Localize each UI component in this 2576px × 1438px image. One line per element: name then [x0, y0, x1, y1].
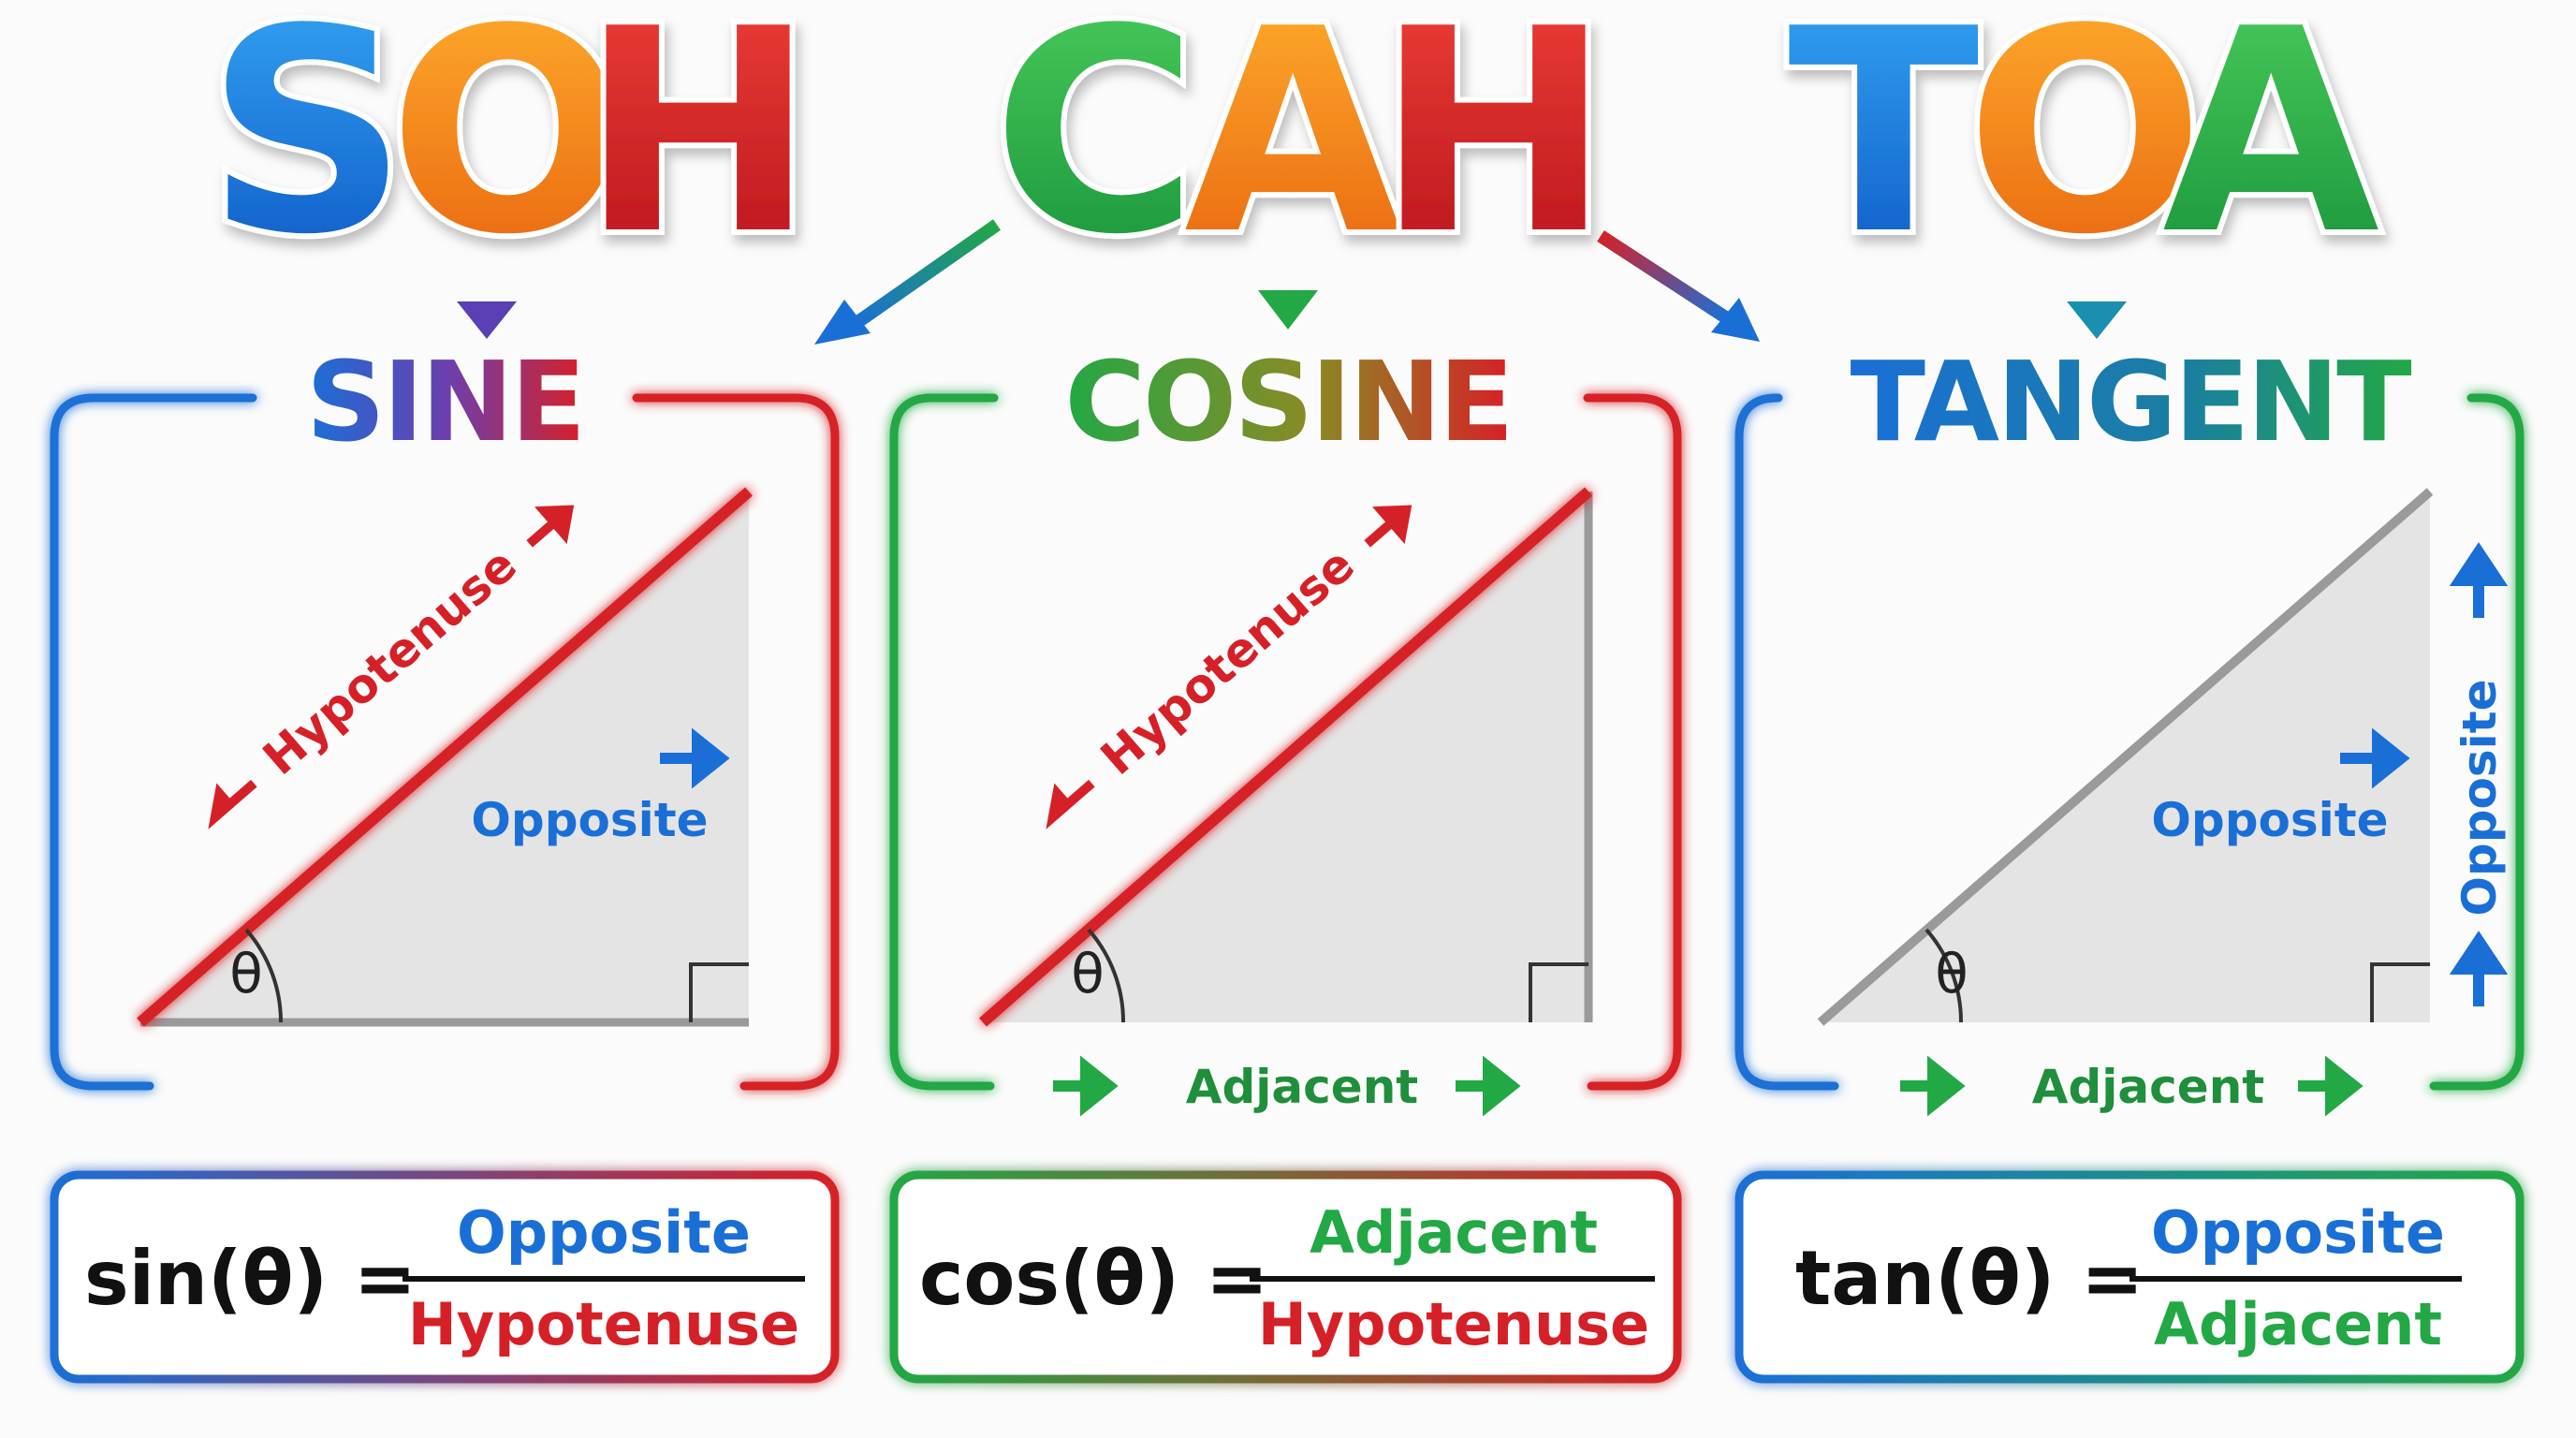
- formula-denominator: Hypotenuse: [1258, 1290, 1649, 1358]
- panel-tangent: TANGENT θ Opposite Opposite Adjacent: [1734, 337, 2525, 1384]
- angle-arc: [1087, 928, 1126, 1023]
- hypotenuse-side: [979, 487, 1592, 1027]
- letter-c: C: [992, 0, 1193, 296]
- arrow-left-icon: [1046, 779, 1095, 829]
- mnemonic-header: S O H C A H T O A: [200, 0, 2393, 301]
- right-triangle: θ: [979, 487, 1593, 1028]
- formula-lhs: sin(θ) =: [84, 1235, 417, 1322]
- arrow-right-icon: [2298, 1055, 2364, 1117]
- panel-cosine: COSINE θ Hypotenuse Adjacent cos(θ) = Ad…: [889, 337, 1682, 1384]
- formula-box: sin(θ) = Opposite Hypotenuse: [50, 1170, 840, 1384]
- theta-label: θ: [1071, 942, 1105, 1005]
- formula-lhs: tan(θ) =: [1795, 1235, 2144, 1322]
- arrow-right-icon: [1364, 505, 1412, 548]
- adjacent-label: Adjacent: [1186, 1060, 1418, 1114]
- letter-h: H: [580, 0, 810, 296]
- opposite-vertical-label: Opposite: [2452, 679, 2507, 916]
- arrow-right-icon: [1900, 1055, 1966, 1117]
- formula-numerator: Opposite: [2151, 1198, 2445, 1267]
- letter-a: A: [1184, 0, 1403, 296]
- right-angle-marker: [1529, 962, 1588, 1022]
- arrow-right-icon: [660, 727, 730, 789]
- arrow-left-icon: [208, 779, 257, 829]
- panel-frame: [1734, 393, 2525, 1091]
- formula-denominator: Adjacent: [2154, 1290, 2442, 1358]
- arrow-up-icon: [2449, 542, 2509, 618]
- adjacent-annotation: Adjacent: [1053, 1055, 1521, 1117]
- connector-arrows: [457, 219, 2127, 345]
- letter-a: A: [2162, 0, 2381, 296]
- opposite-label: Opposite: [2151, 793, 2388, 847]
- formula-numerator: Opposite: [457, 1198, 751, 1267]
- panel-title: COSINE: [1064, 337, 1511, 466]
- arrow-cah-to-cosine-icon: [1258, 229, 1318, 330]
- right-angle-marker: [2370, 962, 2430, 1022]
- opposite-annotation: Opposite: [2151, 727, 2410, 847]
- formula-box: tan(θ) = Opposite Adjacent: [1734, 1170, 2525, 1384]
- opposite-vertical-annotation: Opposite: [2449, 542, 2509, 1006]
- arrow-soh-to-sine-icon: [457, 255, 517, 339]
- arrow-right-icon: [1053, 1055, 1119, 1117]
- angle-arc: [244, 928, 284, 1023]
- arrow-toa-to-tangent-icon: [2067, 260, 2127, 339]
- angle-arc: [1925, 928, 1964, 1023]
- panel-frame: [50, 393, 840, 1091]
- panel-sine: SINE θ Hypotenuse Opposite sin(θ) = Oppo…: [50, 337, 840, 1384]
- arrow-right-icon: [2340, 727, 2410, 789]
- word-soh: S O H: [200, 0, 821, 301]
- word-toa: T O A: [1782, 0, 2393, 301]
- theta-label: θ: [229, 942, 263, 1005]
- hypotenuse-side: [137, 487, 753, 1027]
- right-triangle: θ: [1817, 488, 2436, 1028]
- arrow-cah-to-tangent-icon: [1597, 230, 1760, 342]
- panel-frame: [889, 393, 1682, 1091]
- adjacent-label: Adjacent: [2032, 1060, 2264, 1114]
- panel-title: TANGENT: [1850, 337, 2411, 466]
- formula-box: cos(θ) = Adjacent Hypotenuse: [889, 1170, 1682, 1384]
- arrow-right-icon: [1456, 1055, 1521, 1117]
- right-triangle: θ: [137, 487, 754, 1027]
- letter-s: S: [206, 0, 402, 296]
- panel-title: SINE: [306, 337, 583, 466]
- opposite-annotation: Opposite: [471, 727, 730, 847]
- letter-t: T: [1788, 0, 1981, 296]
- right-angle-marker: [689, 962, 749, 1022]
- arrow-cah-to-sine-icon: [814, 219, 1002, 345]
- formula-numerator: Adjacent: [1310, 1198, 1598, 1267]
- opposite-label: Opposite: [471, 793, 708, 847]
- word-cah: C A H: [987, 0, 1617, 301]
- formula-lhs: cos(θ) =: [919, 1235, 1268, 1322]
- arrow-right-icon: [526, 505, 575, 548]
- arrow-up-icon: [2449, 931, 2509, 1006]
- letter-o: O: [388, 0, 622, 296]
- letter-h: H: [1376, 0, 1605, 296]
- adjacent-annotation: Adjacent: [1900, 1055, 2364, 1117]
- letter-o: O: [1966, 0, 2199, 296]
- theta-label: θ: [1935, 942, 1969, 1005]
- hypotenuse-side: [1817, 488, 2434, 1026]
- formula-denominator: Hypotenuse: [408, 1290, 799, 1358]
